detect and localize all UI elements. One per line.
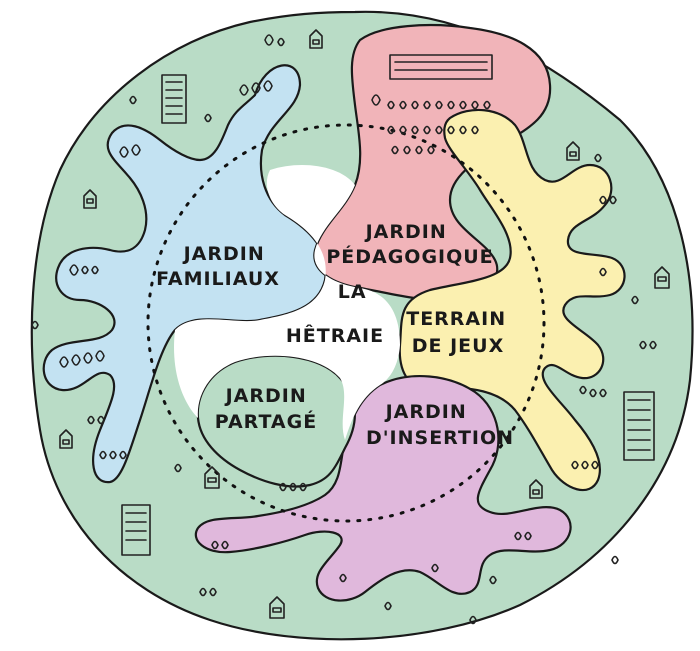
terrain-de-jeux-zone — [398, 108, 626, 491]
building-icon — [121, 504, 151, 556]
building-icon — [623, 391, 655, 461]
hetraie-area — [174, 165, 400, 440]
label-jeux: TERRAIN DE JEUX — [406, 308, 514, 357]
person-icon — [571, 153, 657, 470]
person-icon — [199, 482, 619, 625]
label-pedagogique: JARDIN PÉDAGOGIQUE — [326, 221, 493, 268]
jardin-partage-zone — [196, 354, 356, 488]
building-icon — [161, 74, 187, 124]
jardin-insertion-zone — [194, 375, 572, 602]
perimeter-dotted-circle — [146, 123, 546, 523]
house-icon — [654, 266, 670, 289]
person-icon — [119, 144, 141, 158]
house-icon — [59, 429, 73, 449]
label-insertion: JARDIN D'INSERTION — [366, 401, 514, 449]
house-icon — [269, 596, 285, 619]
house-icon — [204, 466, 220, 489]
person-icon — [31, 95, 212, 473]
jardin-familiaux-zone — [42, 64, 327, 484]
house-icon — [309, 29, 323, 49]
person-icon — [371, 94, 491, 155]
label-familiaux: JARDIN FAMILIAUX — [156, 243, 280, 290]
person-icon — [59, 350, 105, 368]
person-icon — [69, 264, 99, 276]
label-partage: JARDIN PARTAGÉ — [215, 385, 317, 433]
building-icon — [389, 54, 493, 80]
person-icon — [264, 34, 285, 47]
house-icon — [566, 141, 580, 161]
house-icon — [83, 189, 97, 209]
person-icon — [239, 80, 273, 96]
label-hetraie: LA HÊTRAIE — [286, 281, 384, 347]
house-icon — [529, 479, 543, 499]
